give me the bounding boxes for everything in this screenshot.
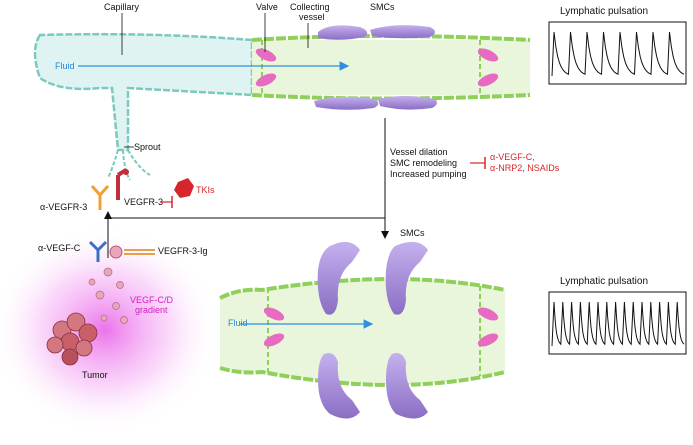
label-smcs-top: SMCs [370,2,395,12]
label-gradient-2: gradient [135,305,168,315]
label-vegfr3: VEGFR-3 [124,197,163,207]
smc-top-1 [318,25,368,40]
label-gradient-1: VEGF-C/D [130,295,174,305]
vegfr3-receptor [116,168,129,200]
valve-bottom-left-upper [263,307,285,321]
pulsation-title-top: Lymphatic pulsation [560,6,648,17]
anti-vegfc-antibody [88,240,108,262]
valve-bottom-right-upper [477,307,499,321]
label-collecting-vessel-1: Collecting [290,2,330,12]
label-tumor: Tumor [82,370,108,380]
label-sprout: Sprout [134,142,161,152]
inhibitor-line-1: α-VEGF-C, [490,152,535,162]
effect-line-3: Increased pumping [390,169,467,179]
valve-bottom-left-lower [263,333,285,347]
collecting-vessel-top [251,34,531,101]
smc-top-2 [370,25,435,39]
collecting-vessel-bottom [219,277,506,387]
valve-top-right-upper [477,48,499,62]
label-smcs-bottom: SMCs [400,228,425,238]
label-valve: Valve [256,2,278,12]
valve-top-right-lower [477,73,499,87]
valve-top-left-lower [255,73,277,87]
label-anti-vegfc: α-VEGF-C [38,243,81,253]
pulsation-trace-top [551,31,685,77]
effect-line-1: Vessel dilation [390,147,448,157]
smc-bottom-4 [386,353,428,419]
vegf-particles [88,267,128,324]
smc-bottom-3 [318,353,360,419]
inhibitor-line-2: α-NRP2, NSAIDs [490,163,560,173]
vegf-gradient-glow [0,225,220,435]
anti-vegfr3-antibody [90,185,110,210]
smc-bottom-1 [317,241,360,315]
valve-bottom-right-lower [477,333,499,347]
label-anti-vegfr3: α-VEGFR-3 [40,202,87,212]
smc-top-4 [378,96,437,110]
label-capillary: Capillary [104,2,140,12]
tumor-mass [46,312,98,366]
vegfr3-ig-trap [109,245,155,259]
label-collecting-vessel-2: vessel [299,12,325,22]
lymphatic-capillary [33,32,254,181]
tki-molecule [174,178,194,198]
label-vegfr3-ig: VEGFR-3-Ig [158,246,208,256]
label-fluid-top: Fluid [55,61,75,71]
label-fluid-bottom: Fluid [228,318,248,328]
effect-line-2: SMC remodeling [390,158,457,168]
valve-top-left-upper [255,48,277,62]
pulsation-trace-bottom [551,301,685,347]
smc-bottom-2 [385,241,428,315]
label-tkis: TKIs [196,185,215,195]
pulsation-title-bottom: Lymphatic pulsation [560,276,648,287]
smc-top-3 [314,96,379,110]
